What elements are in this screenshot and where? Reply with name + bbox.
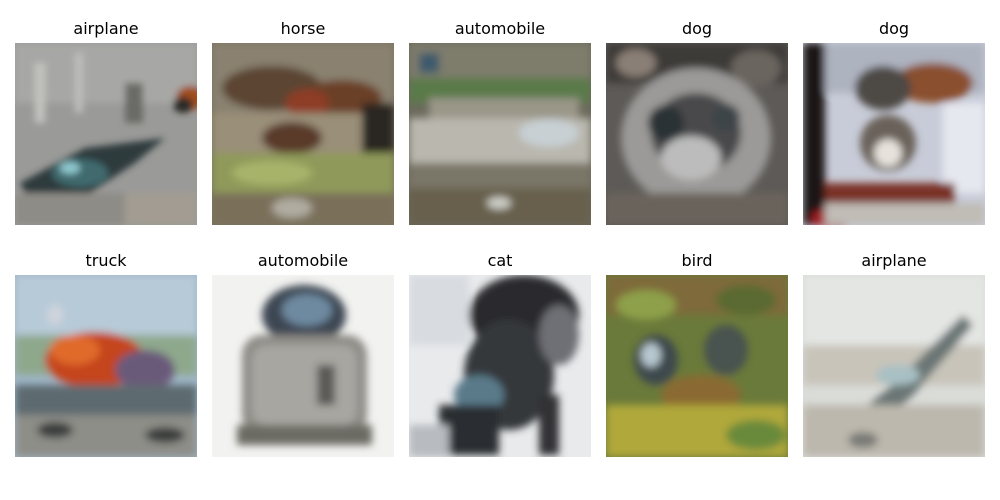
cell-title: automobile <box>454 19 546 38</box>
cifar-cat-image <box>409 275 591 457</box>
cell-title: bird <box>681 251 713 270</box>
cifar-dog-image <box>606 43 788 225</box>
cifar-airplane-image <box>803 275 985 457</box>
cell-title: truck <box>85 251 127 270</box>
cell-title: automobile <box>257 251 349 270</box>
cifar-automobile-image <box>409 43 591 225</box>
cell-title: airplane <box>861 251 927 270</box>
cifar-bird-image <box>606 275 788 457</box>
cell-title: horse <box>280 19 326 38</box>
cifar-dog-image <box>803 43 985 225</box>
cifar-airplane-image <box>15 43 197 225</box>
cell-title: dog <box>681 19 713 38</box>
cifar-automobile-image <box>212 275 394 457</box>
cifar-horse-image <box>212 43 394 225</box>
cell-title: airplane <box>73 19 139 38</box>
cell-title: cat <box>487 251 513 270</box>
cifar-truck-image <box>15 275 197 457</box>
cell-title: dog <box>878 19 910 38</box>
